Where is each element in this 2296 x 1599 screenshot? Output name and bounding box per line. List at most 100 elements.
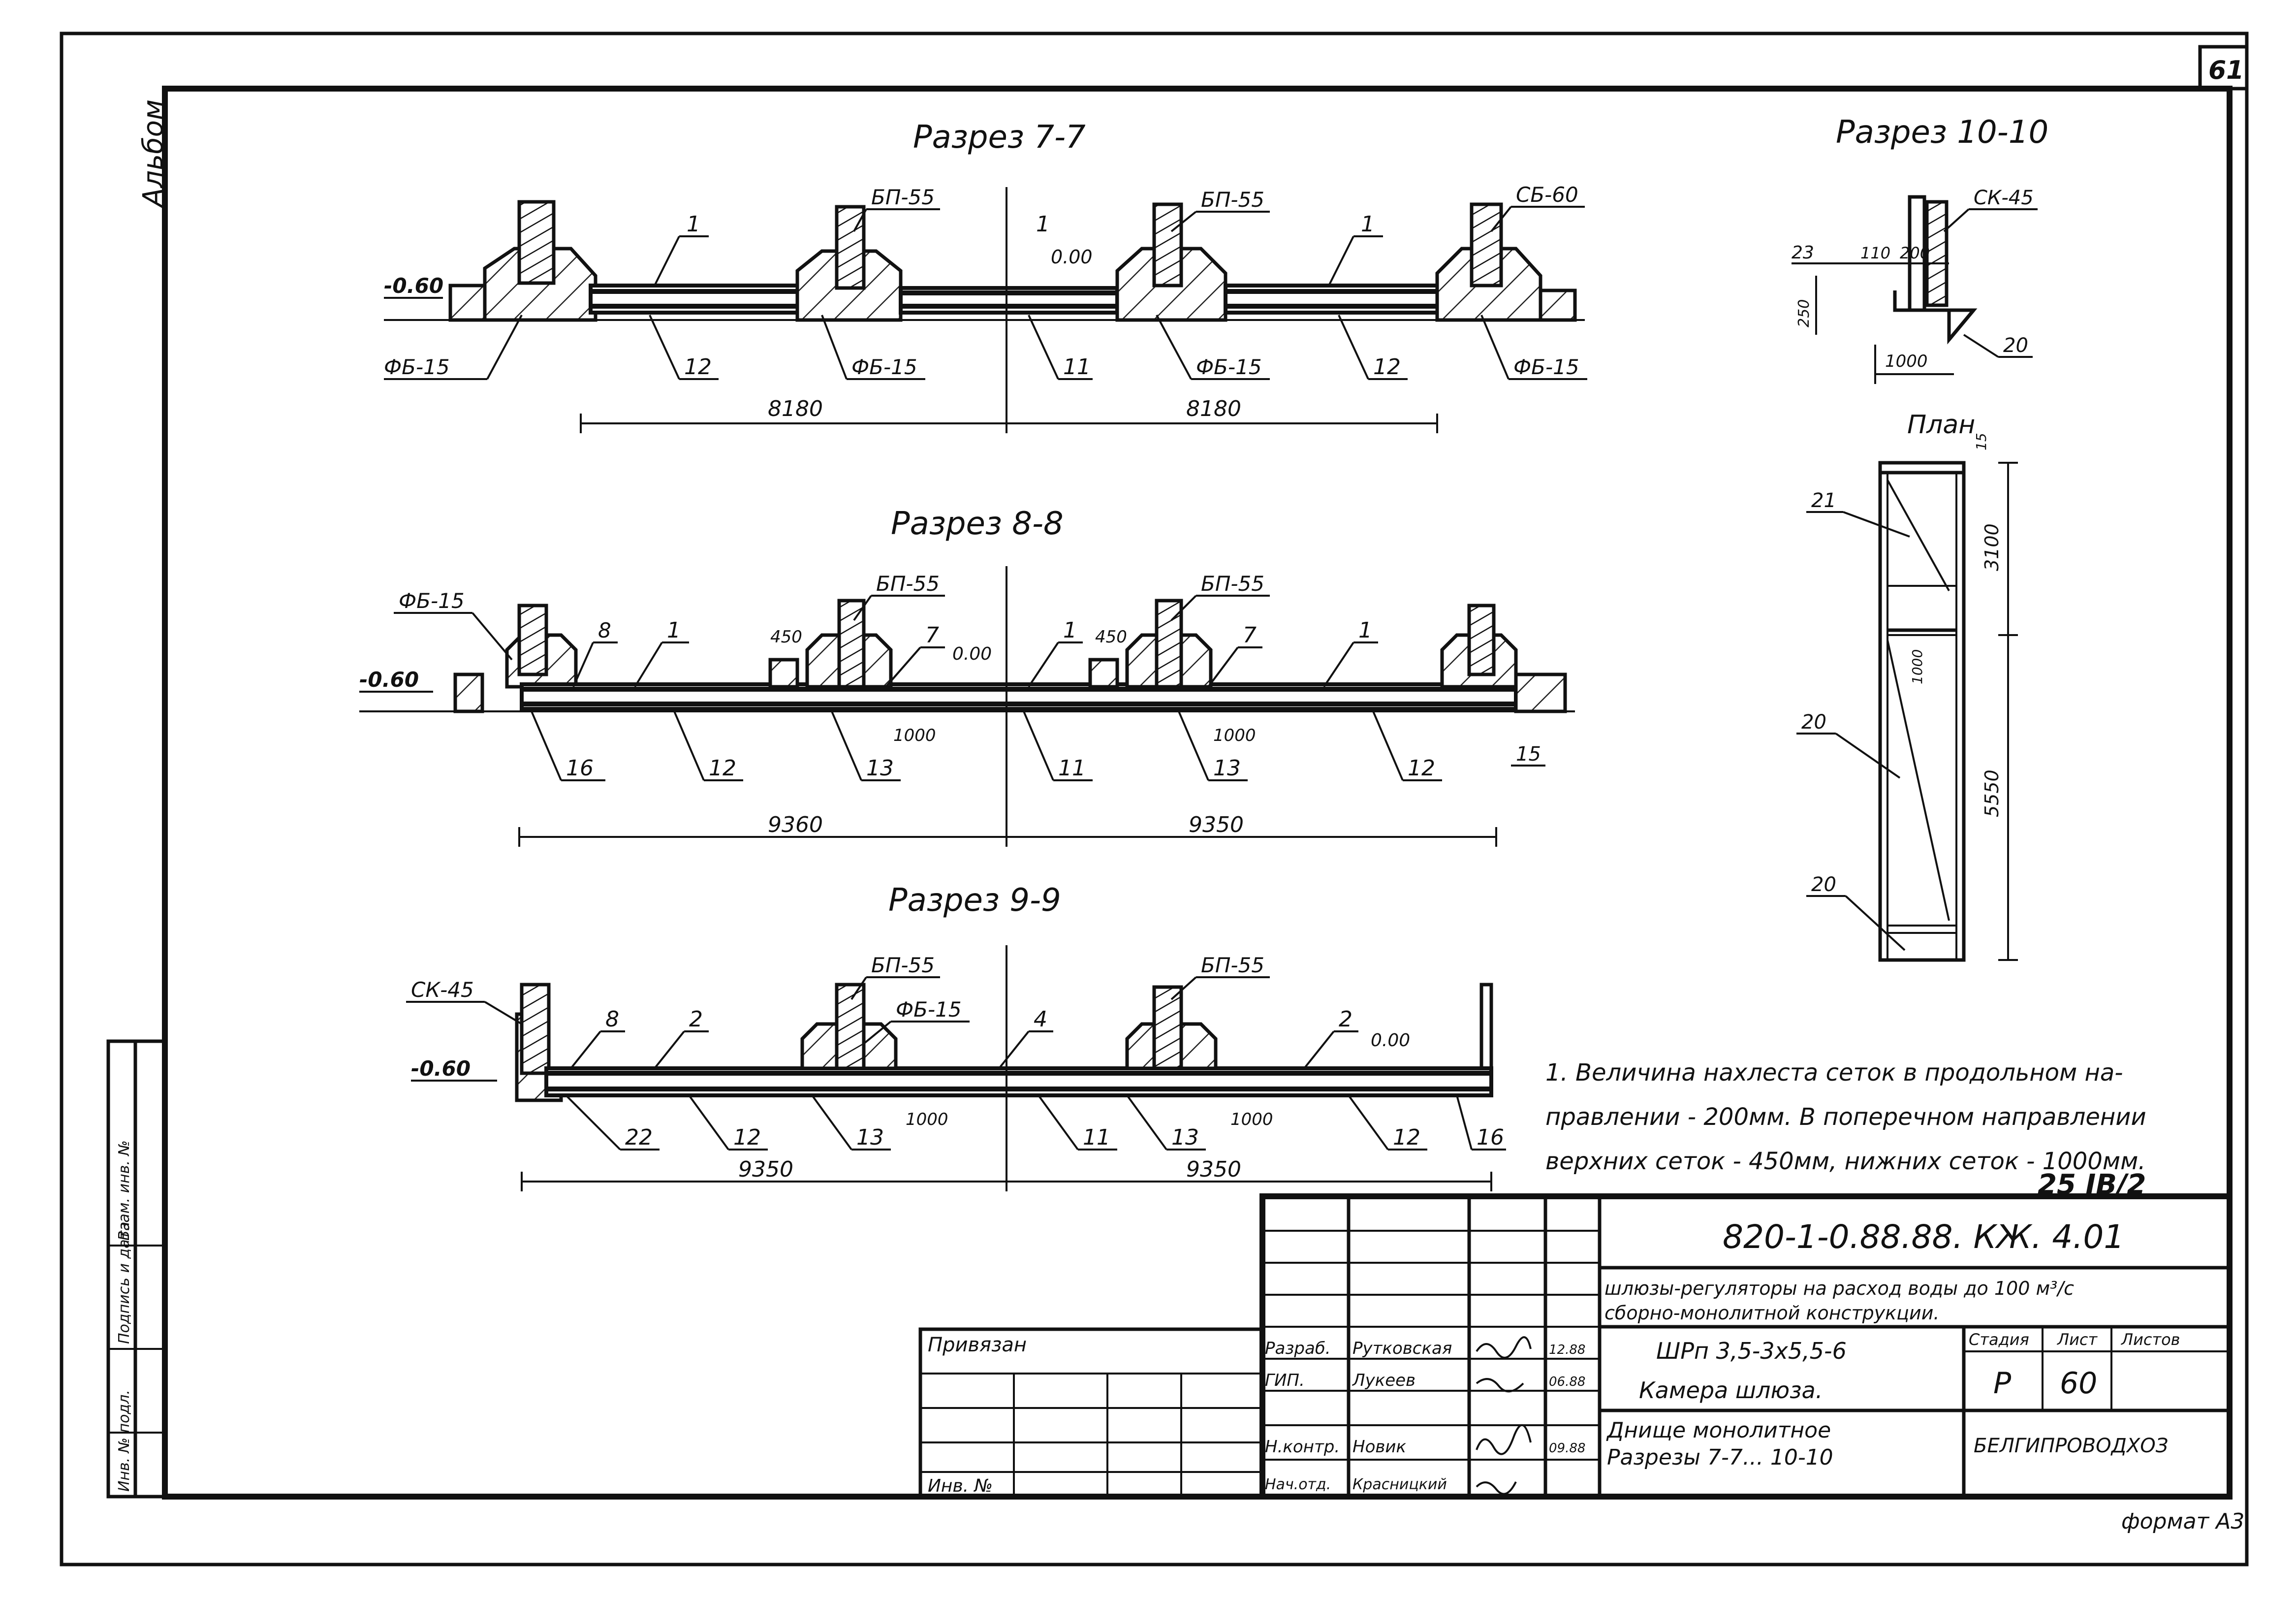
- label-d450a-8: 450: [770, 627, 802, 647]
- dim-9-2: 9350: [1186, 1157, 1241, 1182]
- label-level-mid-8: 0.00: [952, 644, 992, 664]
- dim-7-2: 8180: [1186, 396, 1241, 421]
- person-3-date: 09.88: [1549, 1441, 1585, 1456]
- person-2-name: Лукеев: [1352, 1371, 1415, 1390]
- label-pos-4-9: 4: [1034, 1007, 1047, 1032]
- label-d450b-8: 450: [1095, 627, 1127, 647]
- left-stamp-col3: Взам. инв. №: [116, 1140, 133, 1241]
- drawing-name-2: Разрезы 7-7... 10-10: [1607, 1445, 1833, 1470]
- section-10-title: Разрез 10-10: [1836, 114, 2048, 151]
- label-level-mid-9: 0.00: [1371, 1030, 1410, 1051]
- label-pos-13a-9: 13: [856, 1125, 884, 1150]
- desc-2: сборно-монолитной конструкции.: [1604, 1302, 1939, 1324]
- label-fb-mid-7: ФБ-15: [851, 355, 917, 379]
- plan-view: План 15 3100 5550 1000 21 20 20: [1796, 410, 2018, 962]
- dim-7-1: 8180: [768, 396, 823, 421]
- outer-frame: [60, 32, 2249, 1567]
- page-number-box: [2198, 45, 2249, 91]
- person-1-role: Разраб.: [1265, 1339, 1331, 1358]
- plan-d5550: 5550: [1981, 769, 2003, 817]
- label-d110-10: 110: [1860, 244, 1890, 262]
- label-pos-7b-8: 7: [1243, 623, 1257, 648]
- section-10-10: Разрез 10-10 СК-45 23 110 200 250 1000 2…: [1792, 114, 2048, 384]
- label-fb-left-8: ФБ-15: [399, 589, 465, 613]
- drawing-name-1: Днище монолитное: [1606, 1418, 1831, 1443]
- plan-d15: 15: [1973, 433, 1989, 450]
- label-pos-16-9: 16: [1477, 1125, 1504, 1150]
- sheets-head: Листов: [2121, 1330, 2180, 1349]
- label-d1000a-9: 1000: [906, 1110, 948, 1129]
- side-label: Альбом: [137, 99, 169, 208]
- left-stamp-col2: Подпись и дата: [116, 1222, 133, 1344]
- object-name-2: Камера шлюза.: [1639, 1377, 1823, 1404]
- person-2-date: 06.88: [1549, 1375, 1585, 1389]
- label-d1000-10: 1000: [1885, 352, 1928, 371]
- label-pos-11-7: 11: [1063, 354, 1091, 380]
- label-fb-15-9: ФБ-15: [896, 997, 962, 1022]
- label-fb-left-7: ФБ-15: [384, 355, 450, 379]
- label-pos-11-8: 11: [1058, 756, 1086, 781]
- label-d250-10: 250: [1795, 299, 1813, 327]
- label-pos-1a-7: 1: [687, 212, 700, 237]
- stage-head: Стадия: [1969, 1330, 2029, 1349]
- label-bp-1-8: БП-55: [876, 572, 940, 596]
- label-pos-13a-8: 13: [866, 756, 894, 781]
- plan-d1000: 1000: [1909, 649, 1925, 684]
- label-pos-22-9: 22: [625, 1125, 653, 1150]
- label-bp-2-9: БП-55: [1201, 953, 1264, 977]
- format-label: формат А3: [2121, 1509, 2244, 1534]
- label-pos-16-8: 16: [566, 756, 594, 781]
- label-bp-1-9: БП-55: [871, 953, 935, 977]
- label-pos-12a-8: 12: [709, 756, 736, 781]
- doc-code: 820-1-0.88.88. КЖ. 4.01: [1723, 1218, 2124, 1256]
- dim-8-2: 9350: [1189, 812, 1244, 837]
- person-1-date: 12.88: [1549, 1343, 1585, 1357]
- label-pos-12b-8: 12: [1408, 756, 1435, 781]
- label-level-left-9: -0.60: [411, 1056, 471, 1081]
- section-7-title: Разрез 7-7: [913, 119, 1086, 156]
- person-3-role: Н.контр.: [1265, 1437, 1340, 1457]
- label-pos-1b-7: 1: [1036, 212, 1050, 237]
- plan-outline: [1878, 461, 1966, 962]
- left-stamp-col1: Инв. № подл.: [116, 1390, 133, 1492]
- person-1-name: Рутковская: [1352, 1339, 1452, 1358]
- object-name: ШРп 3,5-3х5,5-6: [1656, 1338, 1847, 1364]
- stage-value: Р: [1993, 1366, 2012, 1401]
- label-pos-2b-9: 2: [1339, 1007, 1352, 1032]
- plan-pos-20b: 20: [1811, 873, 1836, 896]
- note-line-1: 1. Величина нахлеста сеток в продольном …: [1545, 1059, 2123, 1087]
- label-pos-15-8: 15: [1516, 743, 1541, 766]
- label-d1000a-8: 1000: [893, 726, 936, 745]
- label-pos-8-8: 8: [598, 618, 611, 642]
- person-2-role: ГИП.: [1265, 1371, 1305, 1390]
- privyazan-label: Привязан: [928, 1334, 1027, 1356]
- label-sk-45-9: СК-45: [411, 978, 474, 1002]
- person-4-role: Нач.отд.: [1265, 1476, 1331, 1493]
- section-8-title: Разрез 8-8: [891, 506, 1064, 542]
- organization: БЕЛГИПРОВОДХОЗ: [1974, 1435, 2168, 1457]
- label-pos-13b-9: 13: [1171, 1125, 1199, 1150]
- label-pos-13b-8: 13: [1213, 756, 1241, 781]
- label-d1000b-8: 1000: [1213, 726, 1256, 745]
- sheet-head: Лист: [2057, 1330, 2098, 1349]
- title-block: Привязан Инв. № 820-1-0.88.88. КЖ. 4.01 …: [918, 1193, 2233, 1500]
- label-pos-20-10: 20: [2003, 334, 2028, 357]
- section-8-8: Разрез 8-8 9360 9350 ФБ-15 -0.60 БП-55 Б…: [359, 506, 1575, 847]
- dim-8-1: 9360: [768, 812, 823, 837]
- label-fb-right-7: ФБ-15: [1513, 355, 1579, 379]
- label-pos-1a-8: 1: [667, 618, 681, 643]
- label-sb-60-7: СБ-60: [1516, 183, 1578, 207]
- plan-title: План: [1907, 410, 1975, 440]
- label-fb-mid2-7: ФБ-15: [1196, 355, 1262, 379]
- plan-pos-21: 21: [1811, 489, 1836, 512]
- label-pos-2a-9: 2: [689, 1007, 703, 1032]
- label-sk-45-10: СК-45: [1974, 187, 2034, 209]
- label-d200-10: 200: [1900, 244, 1930, 262]
- note-line-2: правлении - 200мм. В поперечном направле…: [1545, 1103, 2146, 1131]
- label-pos-12a-9: 12: [733, 1125, 761, 1150]
- label-pos-1b-8: 1: [1063, 618, 1077, 643]
- label-d1000b-9: 1000: [1230, 1110, 1273, 1129]
- label-pos-1c-7: 1: [1361, 212, 1375, 237]
- label-pos-1c-8: 1: [1358, 618, 1372, 643]
